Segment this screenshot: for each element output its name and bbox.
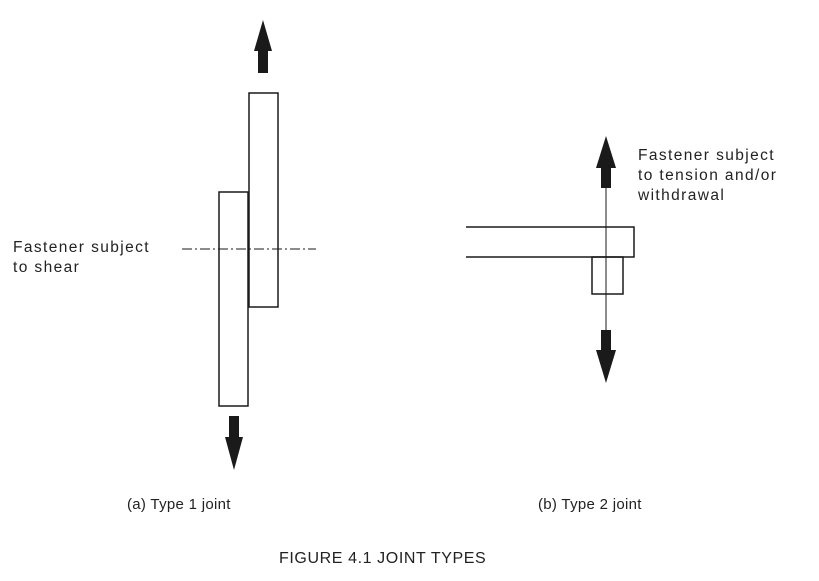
type1-upper-member [248,92,279,308]
type2-callout-line1: Fastener subject [638,147,775,164]
type2-lower-member [591,256,624,295]
type1-caption: (a) Type 1 joint [127,496,231,513]
type1-callout-line2: to shear [13,259,81,276]
type1-callout-line1: Fastener subject [13,239,150,256]
type2-callout-line3: withdrawal [638,187,726,204]
type2-down-force-arrow-icon [596,330,616,383]
type2-joint [466,136,635,383]
type2-horizontal-member [466,226,635,258]
type1-down-force-arrow-icon [225,416,243,470]
type2-callout-line2: to tension and/or [638,167,778,184]
type1-up-force-arrow-icon [254,20,272,73]
type2-caption: (b) Type 2 joint [538,496,642,513]
figure-caption: FIGURE 4.1 JOINT TYPES [279,550,487,567]
type1-lower-member [218,191,249,407]
type2-up-force-arrow-icon [596,136,616,188]
type1-joint [182,20,316,470]
